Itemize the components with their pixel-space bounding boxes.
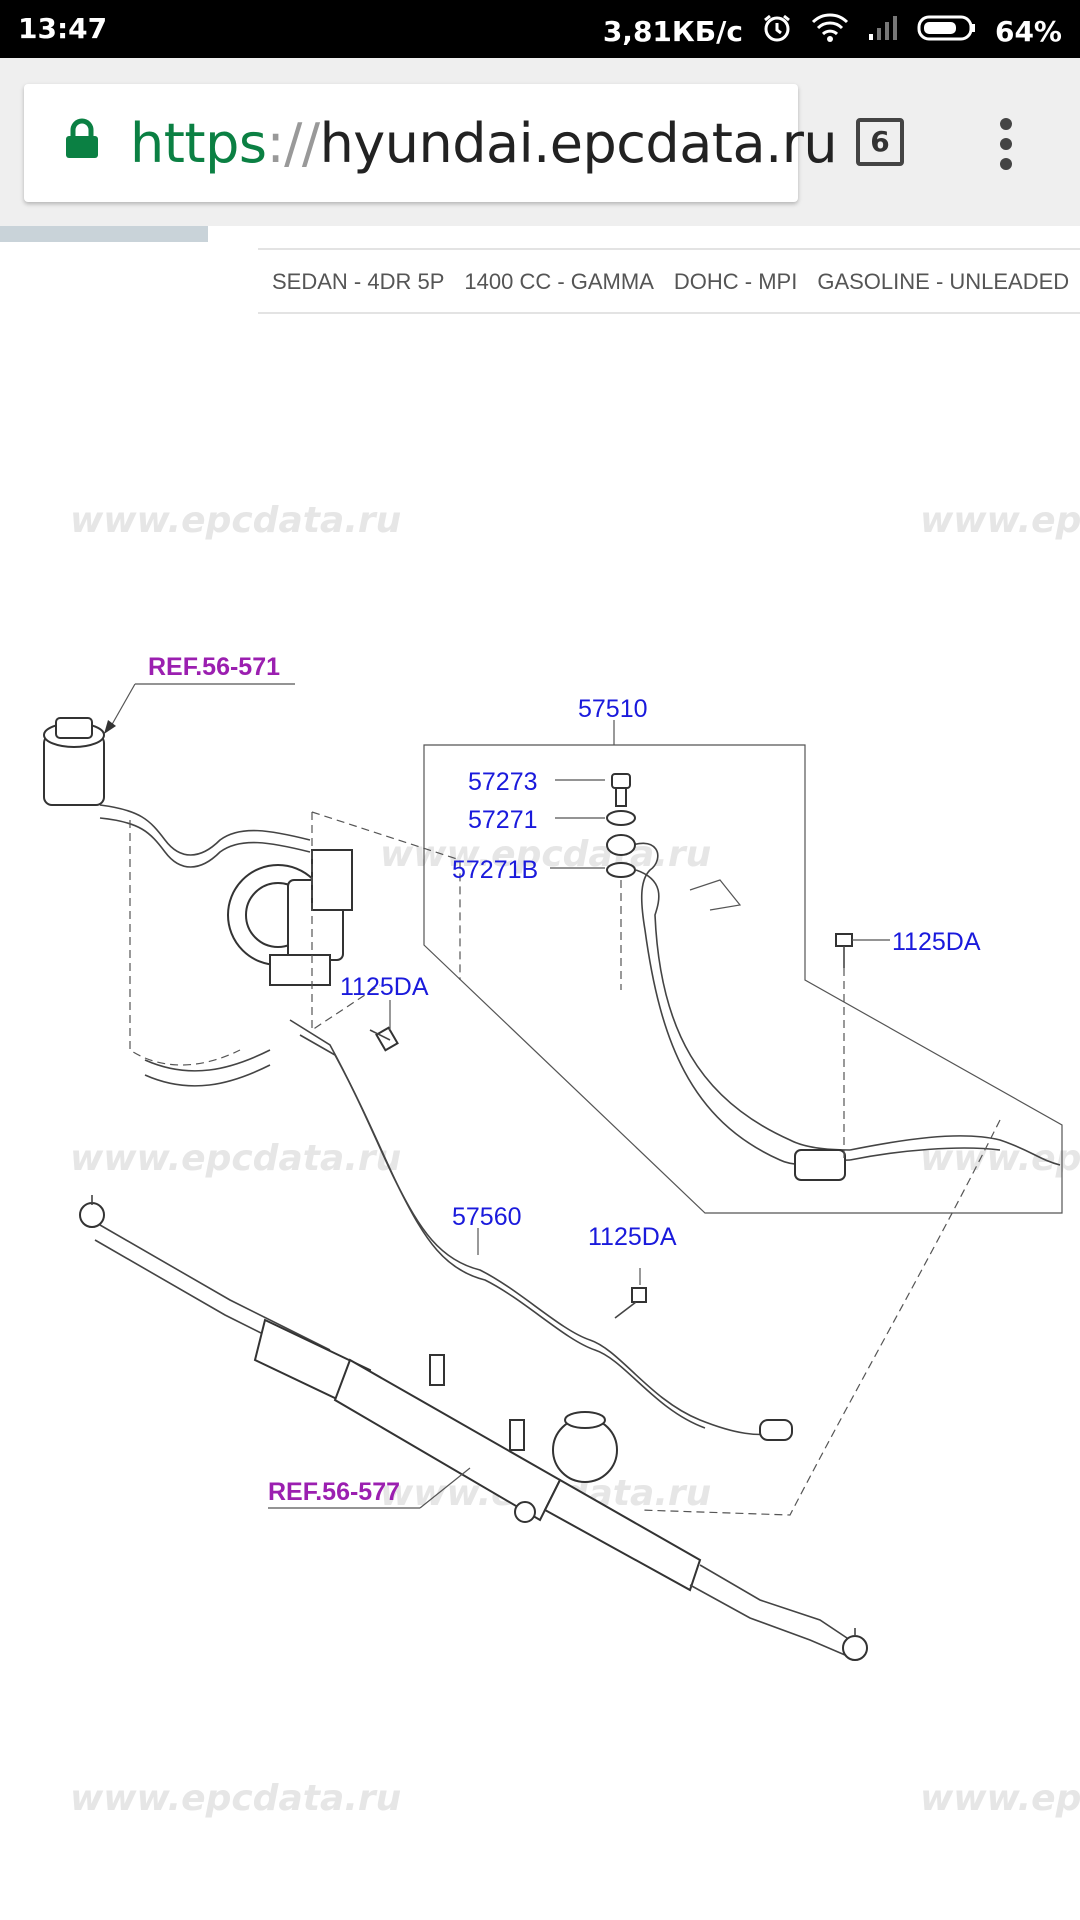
- parts-diagram: www.epcdata.ru www.epcdata.ru www.epcdat…: [43, 500, 1080, 1819]
- part-number-label[interactable]: 1125DA: [588, 1223, 677, 1251]
- signal-icon: [867, 14, 899, 49]
- watermark: www.epcdata.ru: [920, 500, 1080, 541]
- alarm-icon: [761, 12, 793, 51]
- part-number-label[interactable]: 57273: [468, 768, 538, 796]
- vehicle-spec-bar: SEDAN - 4DR 5P 1400 CC - GAMMA DOHC - MP…: [258, 248, 1080, 314]
- pump-part: [227, 849, 353, 986]
- watermark: www.epcdata.ru: [380, 834, 711, 875]
- part-number-label[interactable]: 57510: [578, 695, 648, 723]
- part-number-label[interactable]: 1125DA: [340, 973, 429, 1001]
- hose-group-outline: [423, 744, 1063, 1214]
- status-right: 3,81КБ/с 64%: [603, 12, 1062, 51]
- url-text[interactable]: https://hyundai.epcdata.ru: [130, 112, 838, 175]
- status-speed: 3,81КБ/с: [602, 15, 743, 48]
- part-number-label[interactable]: 57271B: [452, 856, 538, 884]
- bolt-part: [369, 1026, 399, 1052]
- battery-icon: [917, 14, 977, 49]
- spec-fuel: GASOLINE - UNLEADED: [817, 269, 1070, 294]
- bolt-part: [835, 933, 853, 968]
- bolt-part: [614, 1287, 647, 1319]
- spec-body: SEDAN - 4DR 5P: [272, 269, 445, 294]
- menu-icon[interactable]: [998, 118, 1014, 174]
- watermark: www.epcdata.ru: [70, 1778, 401, 1819]
- url-separator: ://: [266, 112, 320, 175]
- status-bar: 13:47 3,81КБ/с 64%: [0, 0, 1080, 58]
- spec-valvetrain: DOHC - MPI: [673, 269, 798, 294]
- battery-percent: 64%: [994, 15, 1062, 48]
- part-number-label[interactable]: 57560: [452, 1203, 522, 1231]
- lock-icon: [64, 118, 100, 165]
- wifi-icon: [811, 13, 849, 50]
- address-bar[interactable]: https://hyundai.epcdata.ru: [24, 84, 838, 202]
- reservoir-part: [43, 717, 105, 806]
- fitting-stack: [606, 773, 636, 878]
- header-image-strip: [0, 226, 208, 242]
- part-number-label[interactable]: 1125DA: [892, 928, 981, 956]
- watermark: www.epcdata.ru: [920, 1138, 1080, 1179]
- steering-rack-part: [79, 1195, 868, 1661]
- ref-label[interactable]: REF.56-577: [268, 1478, 400, 1506]
- url-scheme: https: [130, 112, 267, 175]
- ref-label[interactable]: REF.56-571: [148, 653, 280, 681]
- watermark: www.epcdata.ru: [70, 500, 401, 541]
- watermark: www.epcdata.ru: [920, 1778, 1080, 1819]
- status-time: 13:47: [18, 12, 108, 45]
- url-host: hyundai.epcdata.ru: [319, 112, 838, 175]
- browser-toolbar: https://hyundai.epcdata.ru 6: [0, 58, 1080, 226]
- spec-engine: 1400 CC - GAMMA: [464, 269, 654, 294]
- watermark: www.epcdata.ru: [70, 1138, 401, 1179]
- tabs-icon[interactable]: 6: [856, 118, 904, 166]
- part-number-label[interactable]: 57271: [468, 806, 538, 834]
